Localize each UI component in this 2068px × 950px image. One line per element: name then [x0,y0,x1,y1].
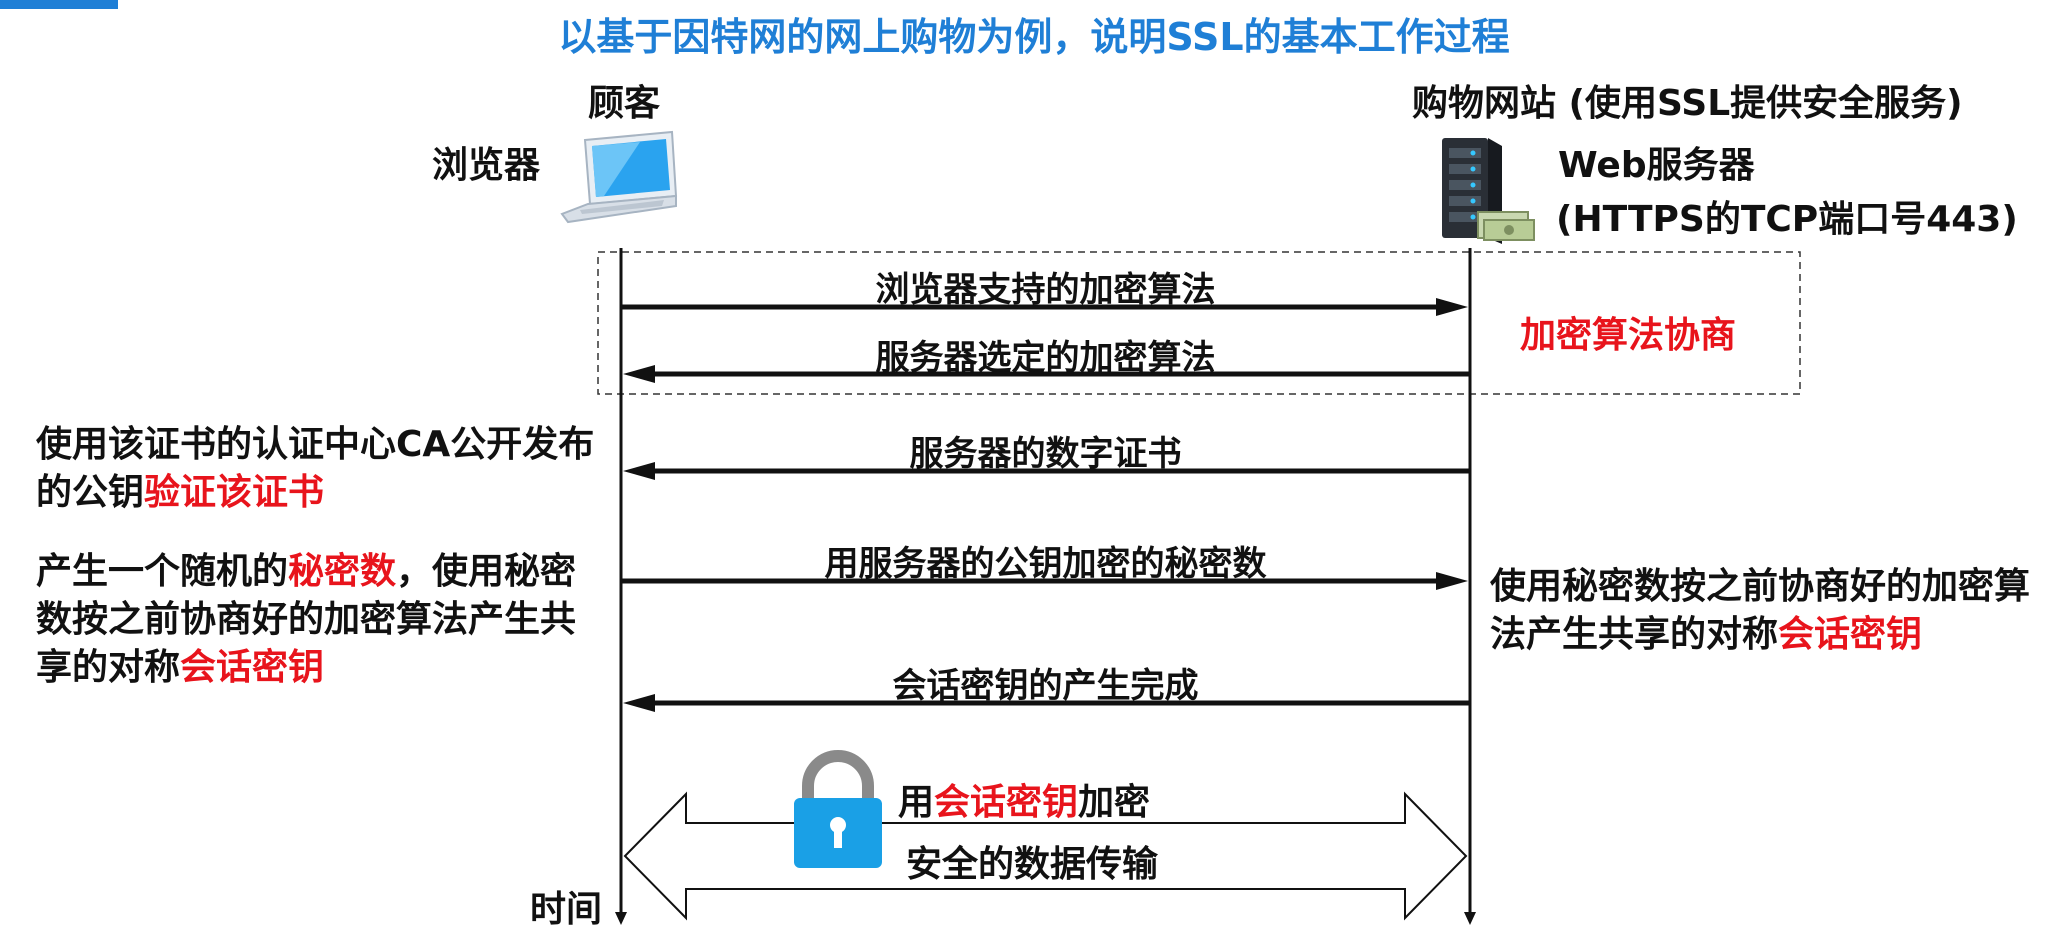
client-note-secret: 产生一个随机的秘密数，使用秘密数按之前协商好的加密算法产生共享的对称会话密钥 [36,548,611,692]
secure-transfer-label: 安全的数据传输 [906,844,1159,885]
negotiation-box [597,251,1801,395]
server-rack-icon [1442,138,1535,244]
server-role-label: 购物网站 (使用SSL提供安全服务) [1412,83,1963,124]
diagram-title: 以基于因特网的网上购物为例，说明SSL的基本工作过程 [558,15,1510,59]
client-note-verify-highlight: 验证该证书 [144,472,325,513]
server-note-text: 使用秘密数按之前协商好的加密算法产生共享的对称 [1490,566,2031,655]
message-arrow-5 [623,694,1470,712]
message-label-2: 服务器选定的加密算法 [875,338,1216,378]
encrypt-key: 会话密钥 [934,782,1079,823]
client-note-secret-highlight-1: 秘密数 [288,551,397,592]
message-label-1: 浏览器支持的加密算法 [875,270,1216,310]
server-note: 使用秘密数按之前协商好的加密算法产生共享的对称会话密钥 [1490,563,2060,659]
https-port-label: (HTTPS的TCP端口号443) [1556,199,2018,240]
server-note-highlight: 会话密钥 [1778,614,1923,655]
message-label-4: 用服务器的公钥加密的秘密数 [824,544,1267,584]
message-label-3: 服务器的数字证书 [909,434,1182,474]
client-role-label: 顾客 [588,83,661,124]
client-note-secret-text-2: ，使用秘密数按之前协商好的加密算法产生共享的对称 [36,551,577,688]
message-label-5: 会话密钥的产生完成 [892,666,1199,706]
padlock-icon [794,750,882,868]
client-note-verify-text: 使用该证书的认证中心CA公开发布的公钥 [36,424,595,513]
time-axis-label: 时间 [530,889,603,930]
client-note-verify: 使用该证书的认证中心CA公开发布的公钥验证该证书 [36,421,611,517]
client-note-secret-text-1: 产生一个随机的 [36,551,289,592]
message-arrow-3 [623,462,1470,480]
negotiation-label: 加密算法协商 [1520,315,1737,356]
message-arrow-1 [621,298,1468,316]
encrypt-suffix: 加密 [1078,782,1151,823]
message-arrow-2 [623,365,1470,383]
message-arrow-4 [621,572,1468,590]
slide-corner-accent [0,0,118,9]
encrypt-label: 用会话密钥加密 [898,773,1150,825]
browser-label: 浏览器 [432,145,541,186]
laptop-icon [560,130,678,224]
client-note-secret-highlight-2: 会话密钥 [180,647,325,688]
web-server-label: Web服务器 [1558,145,1755,186]
encrypt-prefix: 用 [898,782,935,823]
